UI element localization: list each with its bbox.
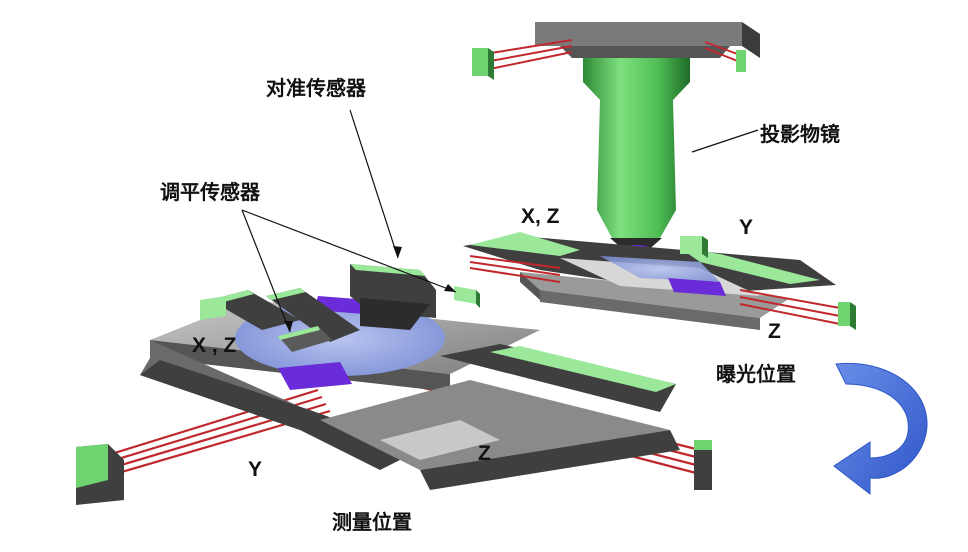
alignment-sensor: [350, 264, 480, 330]
upper-laser-emitters: [472, 48, 746, 80]
measure-laser-emitters: [76, 440, 712, 505]
exposure-laser-beams: [469, 255, 841, 325]
exposure-position-assembly: [463, 22, 856, 330]
annotation-arrowheads: [284, 246, 456, 332]
exposure-z-axis-label: Z: [768, 320, 781, 343]
exposure-laser-emitter: [838, 302, 856, 330]
exposure-position-label: 曝光位置: [716, 362, 796, 386]
measure-y-axis-label: Y: [248, 458, 263, 481]
rotation-arrow-icon: [833, 362, 928, 496]
projection-lens: [583, 58, 690, 255]
annotation-lines: [241, 109, 759, 333]
exposure-xz-axis-label: X, Z: [521, 205, 560, 228]
measure-xz-axis-label: X , Z: [192, 334, 237, 357]
measurement-position-assembly: [76, 264, 712, 505]
projection-lens-label: 投影物镜: [760, 122, 840, 146]
leveling-sensor-arms: [200, 288, 360, 352]
measure-z-axis-label: Z: [478, 442, 491, 465]
exposure-stage: [463, 232, 836, 330]
upper-laser-beams: [484, 39, 741, 71]
lens-mount-plate: [535, 22, 760, 58]
leveling-sensor-label: 调平传感器: [160, 180, 260, 204]
alignment-sensor-label: 对准传感器: [266, 76, 366, 100]
exposure-y-axis-label: Y: [739, 216, 754, 239]
measurement-position-label: 测量位置: [332, 510, 412, 534]
